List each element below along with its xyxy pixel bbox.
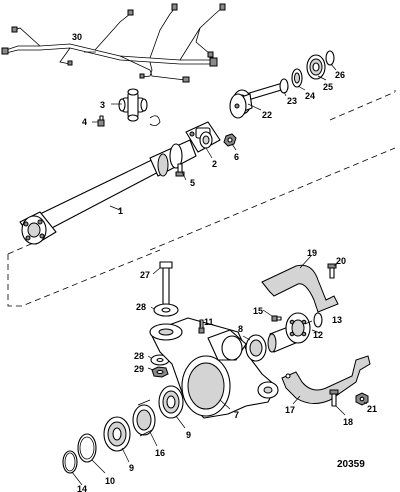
callout-4: 4 — [82, 117, 87, 127]
callout-3: 3 — [100, 100, 105, 110]
callout-1: 1 — [118, 206, 123, 216]
strap-bolt-upper — [327, 263, 337, 279]
diagram-id: 20359 — [337, 459, 365, 470]
callout-30: 30 — [72, 32, 82, 42]
bearing-housing — [149, 317, 279, 419]
drive-shaft — [19, 139, 197, 245]
callout-2: 2 — [212, 159, 217, 169]
callout-14: 14 — [77, 484, 87, 492]
callout-18: 18 — [343, 417, 353, 427]
group-outline-mid — [149, 147, 396, 251]
upper-washer — [153, 303, 179, 317]
callout-9-upper: 9 — [186, 430, 191, 440]
callout-6: 6 — [234, 152, 239, 162]
callout-12: 12 — [313, 330, 323, 340]
bearing-outer — [158, 385, 184, 419]
input-shaft — [229, 81, 289, 119]
callout-20: 20 — [336, 256, 346, 266]
strap-nut — [355, 392, 369, 406]
callout-28-upper: 28 — [136, 302, 146, 312]
callout-8: 8 — [238, 324, 243, 334]
callout-16: 16 — [155, 448, 165, 458]
bearing-sleeve — [132, 399, 156, 437]
yoke-nut — [223, 133, 237, 147]
shaft-ring — [313, 312, 323, 328]
callout-22: 22 — [262, 110, 272, 120]
callout-23: 23 — [287, 96, 297, 106]
mount-nut — [151, 366, 169, 378]
callout-24: 24 — [305, 91, 315, 101]
callout-13: 13 — [332, 315, 342, 325]
yoke-bolt — [175, 163, 185, 177]
shaft-grease-fitting — [271, 315, 282, 322]
input-bearing — [306, 54, 326, 80]
callout-15: 15 — [253, 306, 263, 316]
snap-ring — [279, 78, 289, 94]
callout-7: 7 — [234, 410, 239, 420]
callout-25: 25 — [323, 82, 333, 92]
bearing-inner — [103, 416, 131, 452]
callout-28-lower: 28 — [134, 351, 144, 361]
lower-strap — [281, 355, 371, 404]
callout-21: 21 — [367, 404, 377, 414]
callout-26: 26 — [335, 70, 345, 80]
leader-lines — [71, 51, 368, 486]
callout-27: 27 — [140, 270, 150, 280]
upper-strap — [261, 264, 339, 313]
grease-fitting — [97, 115, 105, 127]
callout-29: 29 — [134, 364, 144, 374]
group-outline-lower — [7, 90, 396, 307]
callout-10: 10 — [105, 476, 115, 486]
wiring-harness — [1, 3, 226, 83]
callout-17: 17 — [285, 405, 295, 415]
u-joint — [118, 88, 161, 126]
callout-11: 11 — [204, 317, 214, 327]
slip-yoke — [185, 121, 221, 153]
strap-bolt-lower — [329, 389, 339, 407]
callout-19: 19 — [307, 248, 317, 258]
housing-grease-fitting — [198, 319, 205, 334]
callout-9-lower: 9 — [129, 463, 134, 473]
callout-5: 5 — [190, 178, 195, 188]
stub-shaft — [267, 312, 311, 353]
housing-seal — [245, 334, 267, 362]
seal-ring — [77, 433, 97, 463]
snap-ring-lower — [62, 450, 78, 474]
retaining-ring — [325, 50, 335, 66]
